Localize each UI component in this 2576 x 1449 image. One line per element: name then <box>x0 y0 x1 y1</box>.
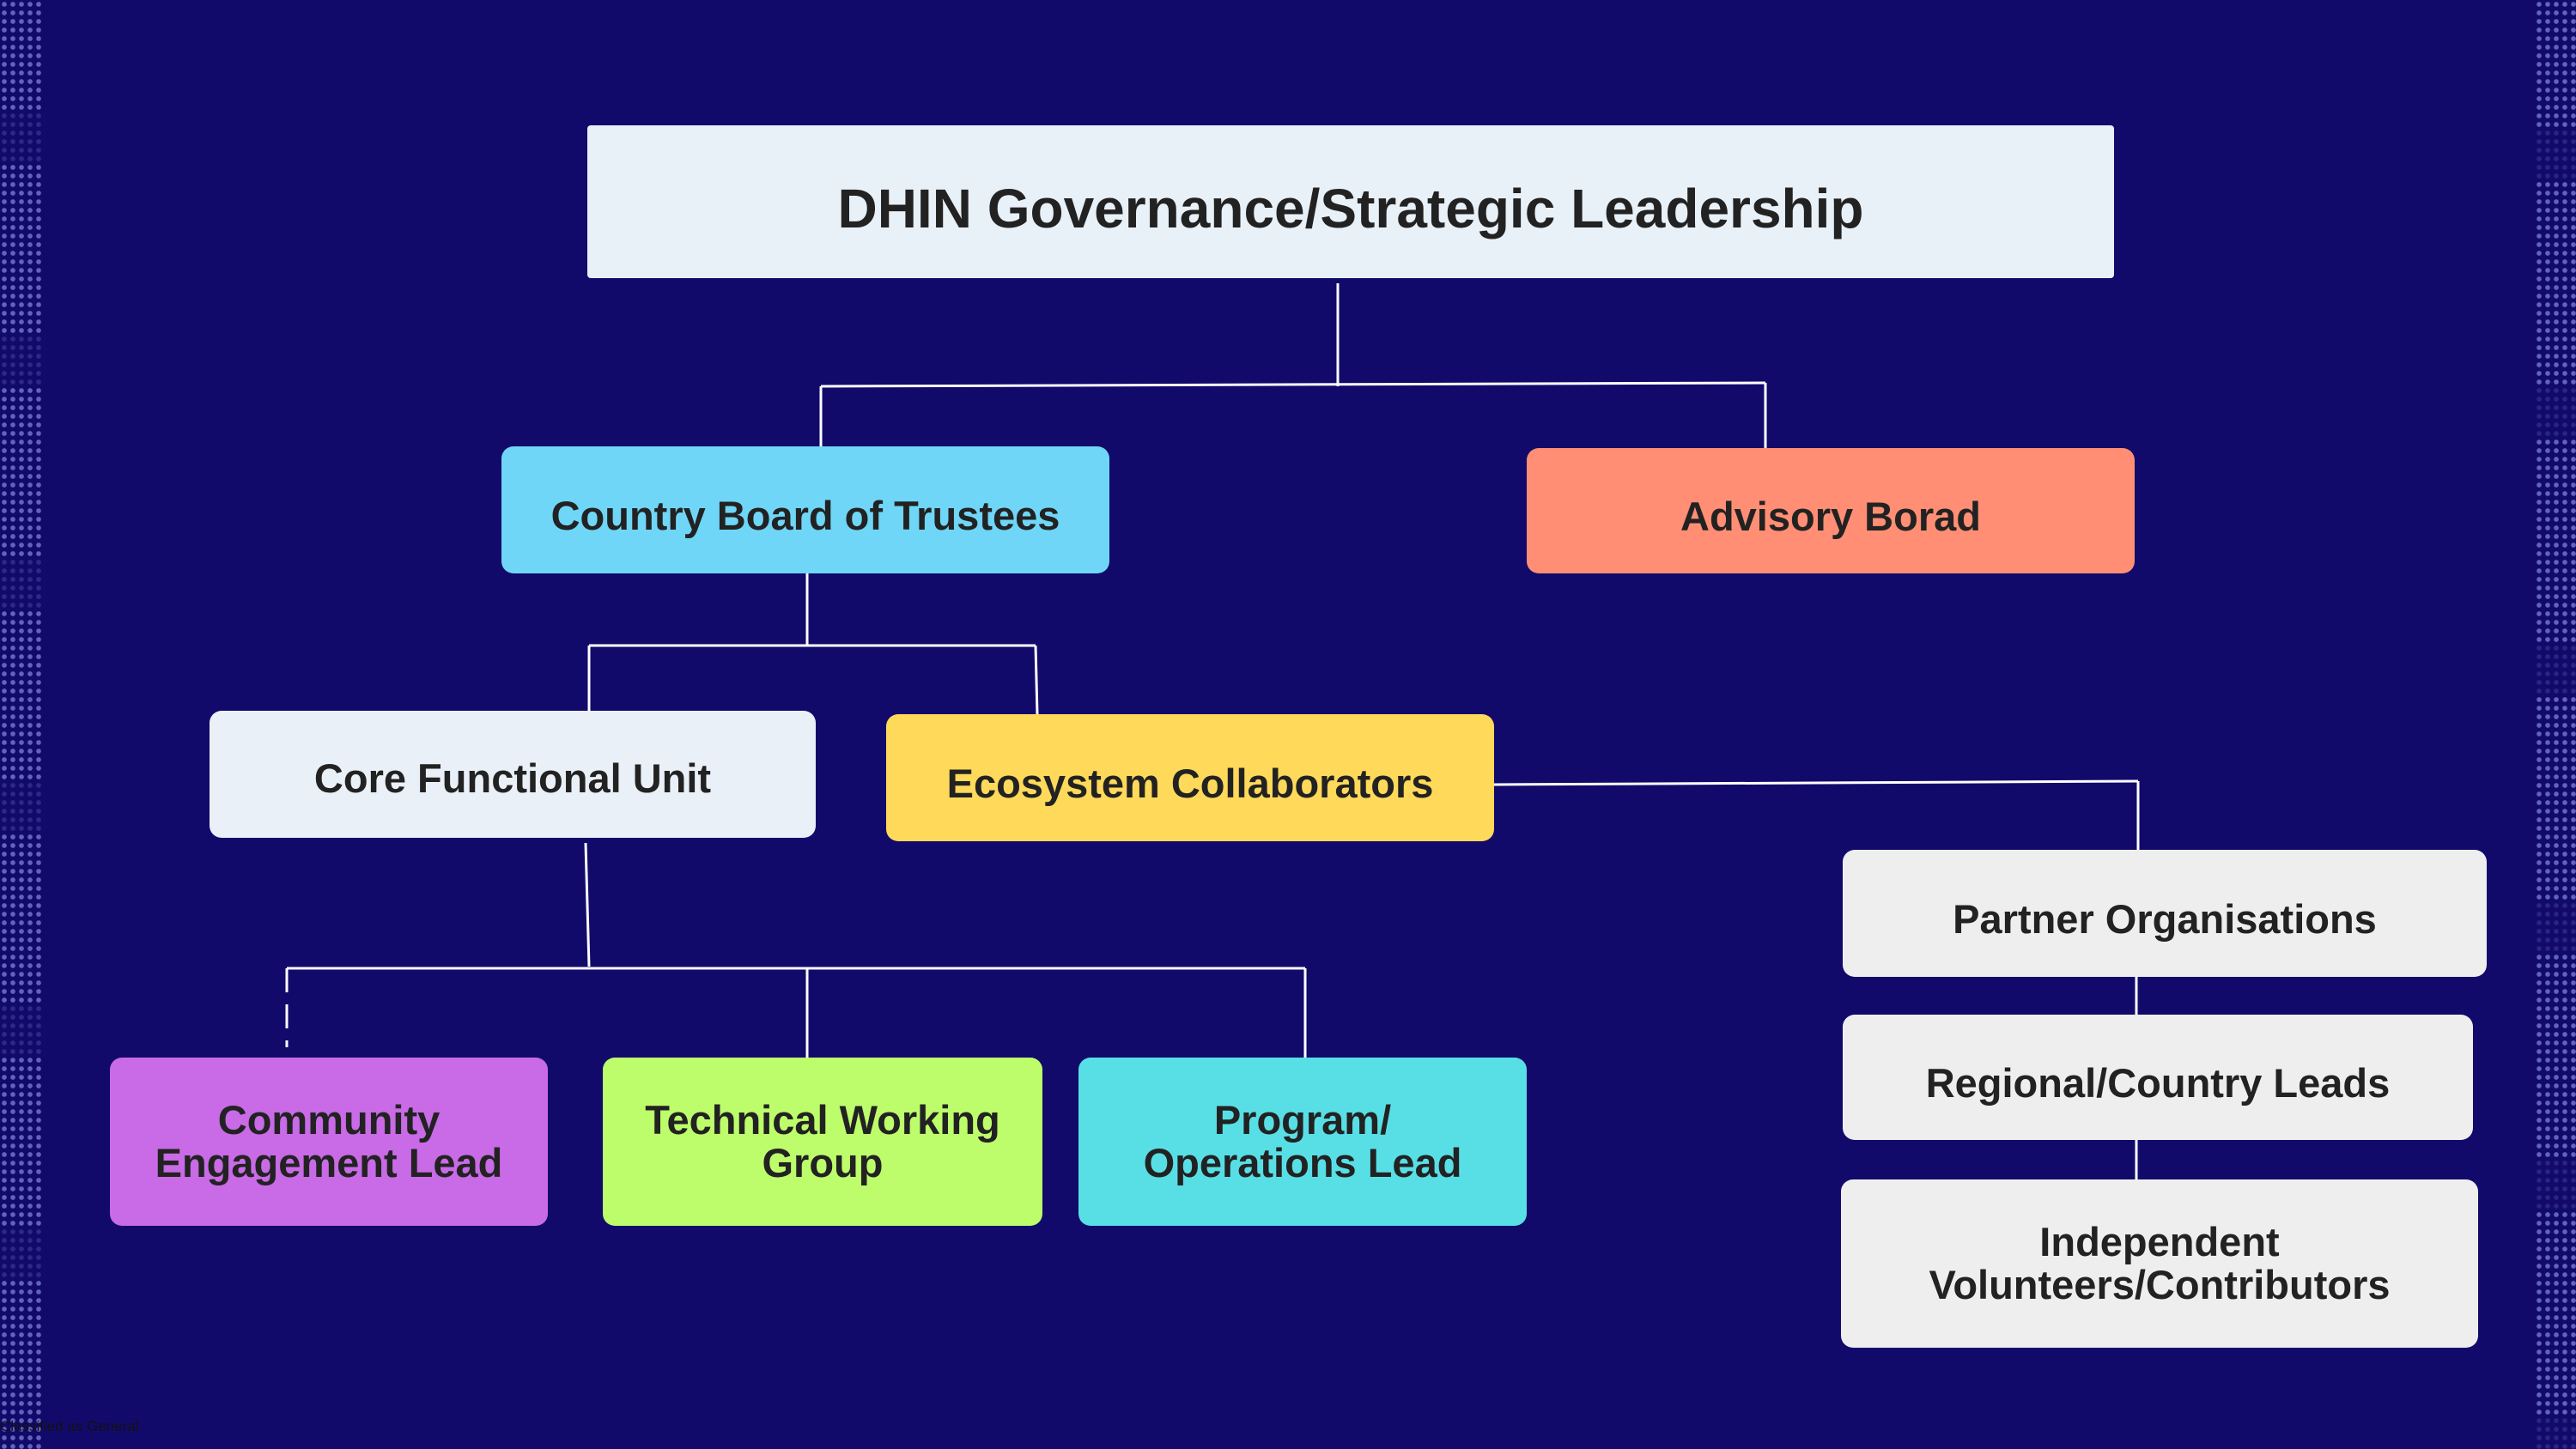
decorative-dot-pattern-right <box>2535 0 2576 1449</box>
independent-volunteers-label-line2: Volunteers/Contributors <box>1929 1262 2391 1307</box>
ecosystem-collaborators-box: Ecosystem Collaborators <box>886 714 1494 841</box>
community-engagement-lead-label-line2: Engagement Lead <box>155 1140 503 1185</box>
core-functional-unit-label: Core Functional Unit <box>313 755 712 802</box>
program-operations-lead-label-line2: Operations Lead <box>1143 1140 1462 1185</box>
connector-to-ecosystem <box>1034 645 1039 715</box>
partner-organisations-box: Partner Organisations <box>1843 850 2487 977</box>
governance-box: DHIN Governance/Strategic Leadership <box>587 125 2114 278</box>
decorative-dot-pattern-left <box>0 0 41 1449</box>
regional-country-leads-label: Regional/Country Leads <box>1925 1060 2391 1106</box>
community-engagement-lead-label-line1: Community <box>217 1097 440 1143</box>
program-operations-lead-box: Program/ Operations Lead <box>1078 1058 1527 1226</box>
community-engagement-lead-box: Community Engagement Lead <box>110 1058 548 1226</box>
classification-footer: Classified as General <box>0 1418 139 1434</box>
core-functional-unit-box: Core Functional Unit <box>210 711 816 838</box>
independent-volunteers-label-line1: Independent <box>2039 1219 2280 1265</box>
advisory-board-label: Advisory Borad <box>1680 494 1981 540</box>
board-of-trustees-box: Country Board of Trustees <box>501 446 1109 573</box>
connector-core-down <box>584 842 591 967</box>
advisory-board-box: Advisory Borad <box>1527 448 2135 573</box>
program-operations-lead-label-line1: Program/ <box>1213 1097 1392 1143</box>
governance-title: DHIN Governance/Strategic Leadership <box>837 178 1864 240</box>
regional-country-leads-box: Regional/Country Leads <box>1843 1015 2473 1140</box>
connector-level2-bar <box>820 381 1766 388</box>
ecosystem-collaborators-label: Ecosystem Collaborators <box>946 761 1434 807</box>
board-of-trustees-label: Country Board of Trustees <box>550 493 1060 539</box>
technical-working-group-box: Technical Working Group <box>603 1058 1042 1226</box>
partner-organisations-label: Partner Organisations <box>1953 896 2377 943</box>
technical-working-group-label-line2: Group <box>762 1140 884 1185</box>
connector-ecosystem-right <box>1493 779 2139 786</box>
independent-volunteers-box: Independent Volunteers/Contributors <box>1841 1179 2478 1348</box>
technical-working-group-label-line1: Technical Working <box>645 1097 1000 1143</box>
